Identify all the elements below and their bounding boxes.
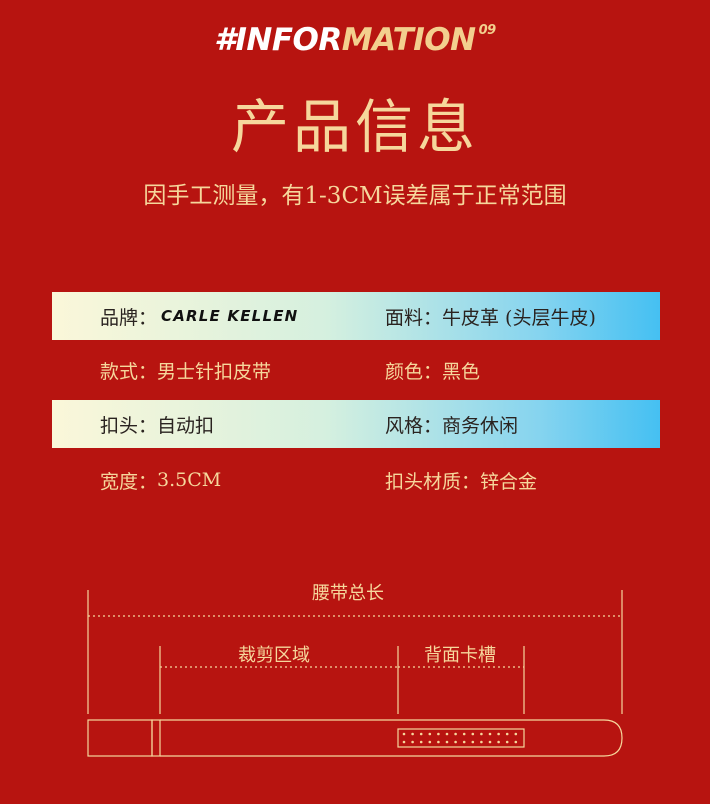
- english-title-part1: #INFOR: [214, 22, 342, 58]
- spec-row-buckle: 扣头： 自动扣 风格： 商务休闲: [52, 400, 660, 448]
- belt-buckle: [87, 719, 153, 757]
- spec-value: 商务休闲: [442, 414, 519, 437]
- label-back-slot: 背面卡槽: [424, 645, 496, 666]
- belt-hole: [402, 732, 406, 736]
- belt-holes: [402, 732, 518, 744]
- spec-color: 颜色： 黑色: [385, 357, 480, 384]
- belt-hole: [488, 732, 492, 736]
- belt-hole: [505, 732, 509, 736]
- belt-hole: [462, 740, 466, 744]
- spec-buckle-material: 扣头材质： 锌合金: [385, 467, 537, 494]
- belt-hole: [419, 740, 423, 744]
- belt-hole: [437, 740, 440, 744]
- belt-hole: [411, 732, 414, 736]
- belt-hole: [514, 732, 518, 736]
- belt-hole: [428, 732, 432, 736]
- spec-value: 3.5CM: [157, 469, 222, 491]
- belt-hole: [402, 740, 406, 744]
- brand-logo: CARLE KELLEN: [161, 307, 299, 325]
- spec-label: 风格：: [385, 414, 443, 437]
- spec-label: 款式：: [100, 360, 158, 383]
- belt-buckle-bar: [151, 719, 161, 757]
- spec-label: 宽度：: [100, 470, 158, 493]
- spec-style: 款式： 男士针扣皮带: [100, 357, 271, 384]
- spec-buckle: 扣头： 自动扣: [100, 411, 214, 438]
- belt-hole: [445, 740, 449, 744]
- belt-hole: [411, 740, 414, 744]
- belt-hole: [514, 740, 518, 744]
- belt-hole: [480, 740, 483, 744]
- spec-label: 品牌：: [100, 306, 158, 329]
- spec-row-brand: 品牌： CARLE KELLEN 面料： 牛皮革 (头层牛皮): [52, 292, 660, 340]
- belt-hole: [445, 732, 449, 736]
- belt-hole: [428, 740, 432, 744]
- belt-hole: [488, 740, 492, 744]
- belt-strap: [160, 719, 623, 757]
- belt-measurement-diagram: 腰带总长 裁剪区域 背面卡槽: [0, 570, 710, 800]
- spec-label: 面料：: [385, 306, 443, 329]
- spec-value: 男士针扣皮带: [157, 360, 272, 383]
- spec-value: 锌合金: [480, 470, 538, 493]
- belt-hole: [471, 732, 475, 736]
- spec-design-style: 风格： 商务休闲: [385, 411, 518, 438]
- spec-value: 牛皮革 (头层牛皮): [442, 306, 596, 329]
- spec-brand: 品牌： CARLE KELLEN: [100, 303, 298, 330]
- belt-hole-strip: [397, 728, 525, 748]
- belt-hole: [497, 740, 500, 744]
- spec-material: 面料： 牛皮革 (头层牛皮): [385, 303, 596, 330]
- belt-hole: [471, 740, 475, 744]
- page-title: 产品信息: [230, 93, 479, 161]
- spec-width: 宽度： 3.5CM: [100, 467, 221, 494]
- belt-hole: [419, 732, 423, 736]
- belt-hole: [454, 740, 457, 744]
- belt-diagram-svg: [87, 590, 623, 757]
- belt-hole: [437, 732, 440, 736]
- spec-row-style: 款式： 男士针扣皮带 颜色： 黑色: [52, 346, 660, 394]
- belt-hole: [480, 732, 483, 736]
- spec-value: 自动扣: [157, 414, 215, 437]
- belt-hole: [497, 732, 500, 736]
- belt-hole: [462, 732, 466, 736]
- spec-label: 颜色：: [385, 360, 443, 383]
- spec-value: 黑色: [442, 360, 481, 383]
- spec-row-width: 宽度： 3.5CM 扣头材质： 锌合金: [52, 456, 660, 504]
- spec-label: 扣头材质：: [385, 470, 481, 493]
- measurement-note: 因手工测量，有1-3CM误差属于正常范围: [143, 183, 567, 209]
- spec-label: 扣头：: [100, 414, 158, 437]
- label-cut-area: 裁剪区域: [238, 645, 310, 666]
- label-total-length: 腰带总长: [312, 583, 384, 604]
- belt-hole: [454, 732, 457, 736]
- belt-hole: [505, 740, 509, 744]
- english-title-number: 09: [478, 23, 497, 38]
- english-title-part2: MATION: [341, 22, 476, 58]
